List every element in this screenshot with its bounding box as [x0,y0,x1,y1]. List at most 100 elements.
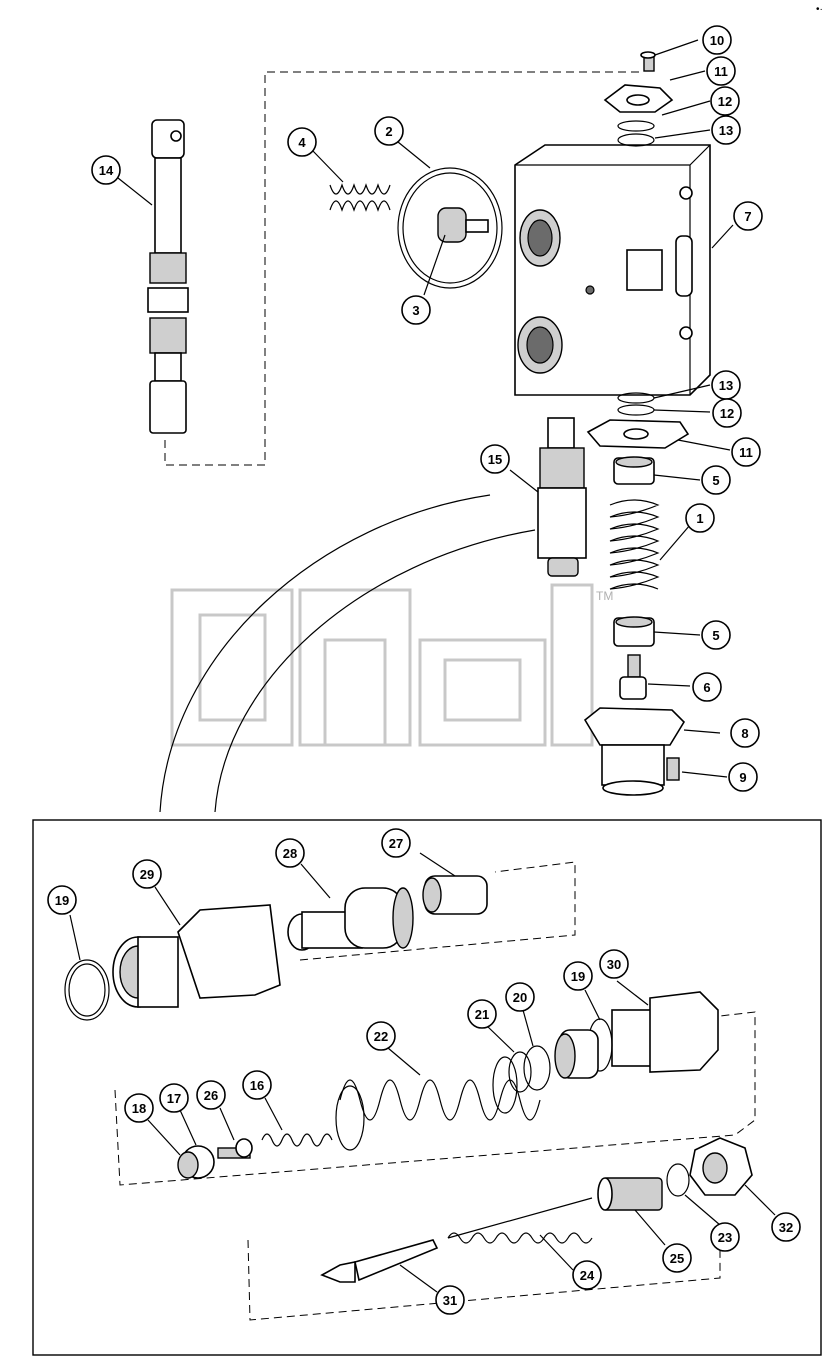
svg-text:11: 11 [739,445,753,460]
svg-text:5: 5 [712,628,719,643]
callout-20: 20 [505,982,535,1012]
svg-text:31: 31 [443,1293,457,1308]
svg-text:29: 29 [140,867,154,882]
detail-frame [32,819,822,1356]
part-6-adjuster [619,654,647,700]
callout-23: 23 [710,1222,740,1252]
part-7-valve-body [514,144,711,396]
part-25-sleeve [597,1177,663,1211]
part-14-connector [164,71,640,466]
callout-7: 7 [733,201,763,231]
svg-text:7: 7 [744,209,751,224]
svg-text:25: 25 [670,1251,684,1266]
part-16-spring [261,1133,333,1147]
top-screw-and-plate [603,51,674,147]
callout-5-bottom: 5 [701,620,731,650]
svg-text:22: 22 [374,1029,388,1044]
part-8-cap [583,707,686,796]
callout-21: 21 [467,999,497,1029]
callout-3: 3 [401,295,431,325]
part-20-ring [523,1045,551,1091]
part-2-o-ring [397,167,503,289]
svg-text:3: 3 [412,303,419,318]
svg-text:10: 10 [710,33,724,48]
part-21-ring [508,1051,532,1093]
callout-16: 16 [242,1070,272,1100]
svg-text:16: 16 [250,1078,264,1093]
callout-4: 4 [287,127,317,157]
detail-group-lower-dash [247,1225,721,1321]
svg-text:30: 30 [607,957,621,972]
callout-28: 28 [275,838,305,868]
part-27-sleeve [422,875,488,915]
callout-13-top: 13 [711,115,741,145]
detail-group-middle-dash [114,1011,756,1186]
part-23-ring [666,1163,690,1197]
callout-17: 17 [159,1083,189,1113]
part-30-fitting [611,991,719,1073]
svg-text:15: 15 [488,452,502,467]
svg-text:23: 23 [718,1230,732,1245]
detail-zoom-arc-inner [214,529,536,813]
part-19-o-ring-left [64,959,110,1021]
trademark-mark: TM [596,589,613,603]
part-22-large-spring [335,1056,541,1151]
svg-text:21: 21 [475,1007,489,1022]
svg-text:12: 12 [720,406,734,421]
callout-12-bottom: 12 [712,398,742,428]
svg-text:19: 19 [55,893,69,908]
svg-text:17: 17 [167,1091,181,1106]
svg-text:11: 11 [714,64,728,79]
brand-logo-watermark: TM [170,583,613,747]
callout-32: 32 [771,1212,801,1242]
svg-text:32: 32 [779,1220,793,1235]
callout-29: 29 [132,859,162,889]
part-4-spring [329,183,391,212]
callout-14: 14 [91,155,121,185]
poppet-body [554,1029,599,1079]
svg-text:24: 24 [580,1268,595,1283]
callout-9: 9 [728,762,758,792]
part-26-pin [217,1138,253,1159]
callout-31: 31 [435,1285,465,1315]
svg-text:18: 18 [132,1101,146,1116]
callout-25: 25 [662,1243,692,1273]
callout-19-left: 19 [47,885,77,915]
svg-text:20: 20 [513,990,527,1005]
callout-19-right: 19 [563,961,593,991]
part-31-needle [320,1239,439,1283]
part-18-ball [177,1151,199,1179]
part-5-upper-seat [613,456,655,485]
part-3-plug [437,207,489,243]
callout-30: 30 [599,949,629,979]
svg-text:26: 26 [204,1088,218,1103]
part-15-relief-valve [537,417,587,577]
callout-11-bottom: 11 [731,437,761,467]
part-9-screw [666,757,680,781]
part-24-spring [447,1197,593,1244]
bottom-plate-and-rings [586,392,690,449]
part-28-piston [287,887,414,951]
corner-mark: •· [816,4,823,15]
svg-text:13: 13 [719,123,733,138]
leader-lines [69,39,776,1293]
callout-27: 27 [381,828,411,858]
part-1-main-spring [609,499,660,590]
callout-13-bottom: 13 [711,370,741,400]
part-29-fitting [112,904,281,1008]
svg-text:14: 14 [99,163,114,178]
callout-11-top: 11 [706,56,736,86]
part-5-lower-seat [613,616,655,647]
svg-text:2: 2 [385,124,392,139]
callout-1: 1 [685,503,715,533]
detail-zoom-arc-outer [159,494,491,813]
svg-text:1: 1 [696,511,703,526]
callout-2: 2 [374,116,404,146]
svg-text:12: 12 [718,94,732,109]
svg-text:8: 8 [741,726,748,741]
svg-text:13: 13 [719,378,733,393]
svg-text:27: 27 [389,836,403,851]
svg-text:6: 6 [703,680,710,695]
svg-text:9: 9 [739,770,746,785]
